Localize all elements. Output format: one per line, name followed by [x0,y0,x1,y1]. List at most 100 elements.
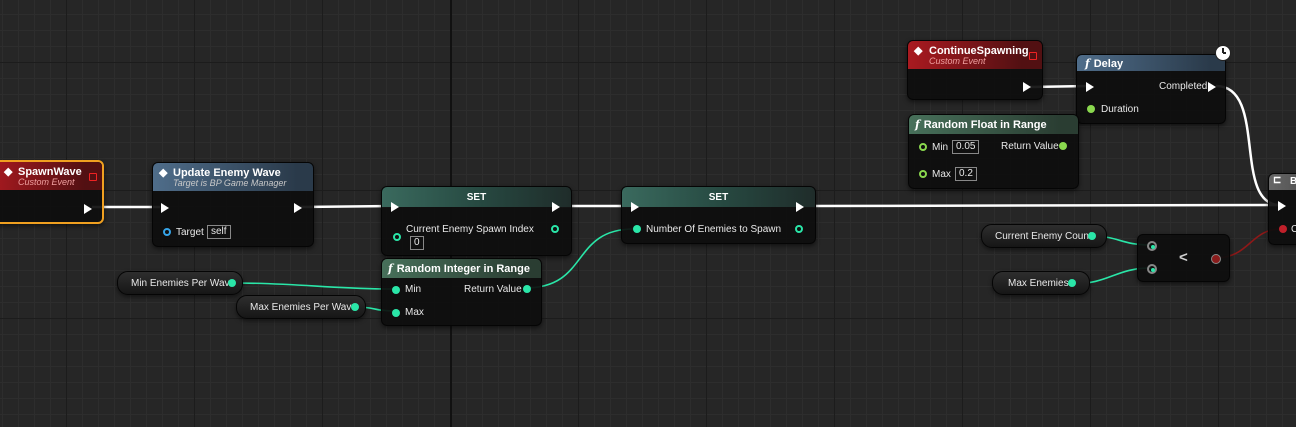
num-enemies-label: Number Of Enemies to Spawn [646,224,782,235]
function-f-icon: f [915,118,920,131]
exec-in-pin[interactable] [391,202,399,212]
duration-pin[interactable] [1087,105,1095,113]
exec-in-pin[interactable] [631,202,639,212]
exec-in-pin[interactable] [1086,82,1094,92]
delay-title-text: Delay [1093,58,1124,70]
branch-node[interactable]: ⊏ B C [1268,173,1296,245]
max-enemies-out-pin[interactable] [1068,279,1076,287]
spawn-wave-header: ◆ SpawnWave Custom Event [0,162,102,190]
num-enemies-in-pin[interactable] [633,225,641,233]
set-spawn-index-node[interactable]: SET Current Enemy Spawn Index 0 [381,186,572,256]
less-a-pin[interactable] [1147,241,1157,251]
return-value-label: Return Value [464,284,522,295]
min-enemies-out-pin[interactable] [228,279,236,287]
spawn-index-out-pin[interactable] [551,225,559,233]
exec-out-pin[interactable] [294,203,302,213]
exec-wire-update-set1 [299,204,394,209]
min-value[interactable]: 0.05 [952,140,980,154]
continue-spawning-header: ◆ ContinueSpawning Custom Event [908,41,1042,69]
spawn-index-in-pin[interactable] [393,233,401,241]
branch-icon: ⊏ [1273,175,1282,186]
max-value[interactable]: 0.2 [955,167,977,181]
duration-label: Duration [1101,104,1139,115]
current-enemy-count-out-pin[interactable] [1088,232,1096,240]
update-enemy-wave-title: Update Enemy Wave [173,167,281,179]
less-than-node[interactable]: < [1137,234,1230,282]
current-enemy-count-label: Current Enemy Count [995,231,1092,242]
max-label: Max [932,169,951,180]
min-enemies-per-wave-getter[interactable]: Min Enemies Per Wave [117,271,243,295]
exec-out-pin[interactable] [84,204,92,214]
exec-in-pin[interactable] [1278,201,1286,211]
exec-out-pin[interactable] [552,202,560,212]
less-result-pin[interactable] [1211,254,1221,264]
min-enemies-per-wave-label: Min Enemies Per Wave [131,278,236,289]
max-enemies-per-wave-label: Max Enemies Per Wave [250,302,357,313]
max-enemies-out-pin[interactable] [351,303,359,311]
set-num-enemies-node[interactable]: SET Number Of Enemies to Spawn [621,186,816,244]
condition-pin[interactable] [1279,225,1287,233]
exec-out-pin[interactable] [1023,82,1031,92]
min-label: Min [405,284,422,295]
max-enemies-getter[interactable]: Max Enemies [992,271,1090,295]
max-pin[interactable] [919,170,927,178]
condition-label: C [1291,224,1296,235]
max-label: Max [405,307,424,318]
exec-out-pin[interactable] [796,202,804,212]
max-enemies-label: Max Enemies [1008,278,1069,289]
target-value[interactable]: self [207,225,231,239]
spawn-wave-event-node[interactable]: ◆ SpawnWave Custom Event [0,160,104,224]
spawn-wave-title: SpawnWave [18,166,82,178]
continue-spawning-subtitle: Custom Event [929,56,986,66]
update-enemy-wave-subtitle: Target is BP Game Manager [173,178,287,188]
clock-icon [1215,45,1231,61]
num-enemies-out-pin[interactable] [795,225,803,233]
int-wire-random-to-set [524,228,635,289]
branch-title: B [1290,176,1296,187]
min-pin[interactable] [919,143,927,151]
return-value-pin[interactable] [1059,142,1067,150]
less-b-pin[interactable] [1147,264,1157,274]
completed-label: Completed [1159,81,1208,92]
continue-spawning-event-node[interactable]: ◆ ContinueSpawning Custom Event [907,40,1043,100]
delegate-pin-icon[interactable] [1029,52,1037,60]
spawn-index-label: Current Enemy Spawn Index [406,224,534,235]
target-label: Target [176,227,204,238]
current-enemy-count-getter[interactable]: Current Enemy Count [981,224,1107,248]
max-pin[interactable] [392,309,400,317]
set-num-enemies-title: SET [708,192,729,203]
exec-in-pin[interactable] [161,203,169,213]
return-value-label: Return Value [1001,141,1059,152]
target-pin[interactable] [163,228,171,236]
branch-header: ⊏ B [1269,174,1296,190]
event-diamond-icon: ◆ [4,166,13,178]
function-f-icon: f [388,262,393,275]
spawn-index-value[interactable]: 0 [410,236,424,250]
exec-wire-delay-branch [1215,84,1281,207]
return-value-pin[interactable] [523,285,531,293]
update-enemy-wave-header: ◆ Update Enemy Wave Target is BP Game Ma… [153,163,313,191]
set-spawn-index-title: SET [466,192,487,203]
max-enemies-per-wave-getter[interactable]: Max Enemies Per Wave [236,295,366,319]
function-diamond-icon: ◆ [159,167,168,179]
min-label: Min [932,142,949,153]
delegate-pin-icon[interactable] [89,173,97,181]
random-integer-title-text: Random Integer in Range [396,263,530,275]
set-spawn-index-header: SET [382,187,571,207]
set-num-enemies-header: SET [622,187,815,207]
less-than-symbol: < [1179,249,1188,266]
random-float-title-text: Random Float in Range [923,119,1047,131]
spawn-wave-subtitle: Custom Event [18,177,75,187]
update-enemy-wave-node[interactable]: ◆ Update Enemy Wave Target is BP Game Ma… [152,162,314,247]
min-pin[interactable] [392,286,400,294]
completed-exec-out-pin[interactable] [1208,82,1216,92]
continue-spawning-title: ContinueSpawning [929,45,1029,57]
